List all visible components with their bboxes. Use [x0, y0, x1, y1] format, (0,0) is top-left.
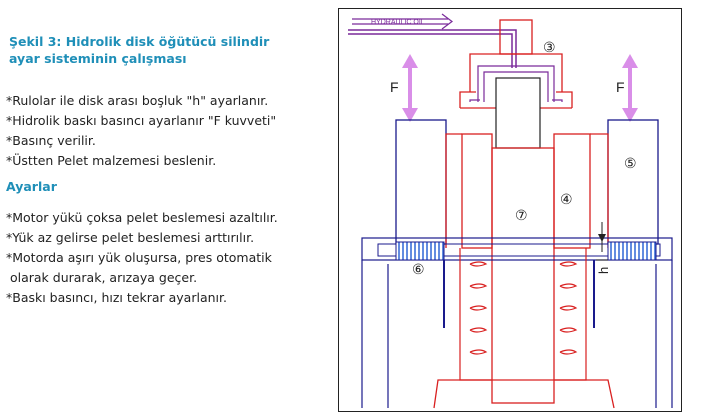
- figure-title-line-2: ayar sisteminin çalışması: [9, 51, 187, 66]
- settings-heading: Ayarlar: [6, 179, 57, 194]
- setting-3-cont: olarak durarak, arızaya geçer.: [6, 270, 198, 285]
- figure-title: Şekil 3: Hidrolik disk öğütücü silindir …: [9, 33, 329, 67]
- setting-1: *Motor yükü çoksa pelet beslemesi azaltı…: [6, 210, 278, 225]
- setting-2: *Yük az gelirse pelet beslemesi arttırıl…: [6, 230, 255, 245]
- hydraulic-roller-diagram: HYDRAULIC OIL ③ F F ⑤: [338, 8, 682, 412]
- label-6: ⑥: [412, 261, 425, 277]
- base-frame: ⑥: [361, 237, 673, 408]
- step-4: *Üstten Pelet malzemesi beslenir.: [6, 153, 217, 168]
- main-shaft-housing: ⑦ ④: [445, 133, 609, 404]
- springs: [459, 248, 587, 381]
- oil-line: [348, 29, 517, 68]
- setting-4: *Baskı basıncı, hızı tekrar ayarlanır.: [6, 290, 227, 305]
- step-2: *Hidrolik baskı basıncı ayarlanır "F kuv…: [6, 113, 277, 128]
- hydraulic-oil-arrow: HYDRAULIC OIL: [352, 13, 453, 30]
- diagram-frame: [338, 8, 682, 412]
- left-roller-block: [395, 119, 447, 245]
- force-arrow-left: F: [390, 54, 418, 122]
- label-4: ④: [560, 191, 573, 207]
- bottom-base: [433, 379, 615, 409]
- right-roller-block: [607, 119, 659, 245]
- setting-3: *Motorda aşırı yük oluşursa, pres otomat…: [6, 250, 272, 265]
- left-grinding-disk: [395, 241, 445, 261]
- hydraulic-oil-label: HYDRAULIC OIL: [371, 19, 425, 26]
- figure-title-line-1: Şekil 3: Hidrolik disk öğütücü silindir: [9, 34, 270, 49]
- label-3: ③: [543, 39, 556, 55]
- gap-label: h: [596, 267, 611, 274]
- label-5: ⑤: [624, 155, 637, 171]
- force-label-left: F: [390, 79, 399, 95]
- gap-marker: h: [596, 222, 611, 274]
- label-7: ⑦: [515, 207, 528, 223]
- right-grinding-disk: [607, 241, 657, 261]
- force-label-right: F: [616, 79, 625, 95]
- text-panel: Şekil 3: Hidrolik disk öğütücü silindir …: [0, 0, 330, 416]
- hydraulic-cylinder: ③: [459, 19, 573, 149]
- step-3: *Basınç verilir.: [6, 133, 96, 148]
- force-arrow-right: F: [616, 54, 638, 122]
- step-1: *Rulolar ile disk arası boşluk "h" ayarl…: [6, 93, 269, 108]
